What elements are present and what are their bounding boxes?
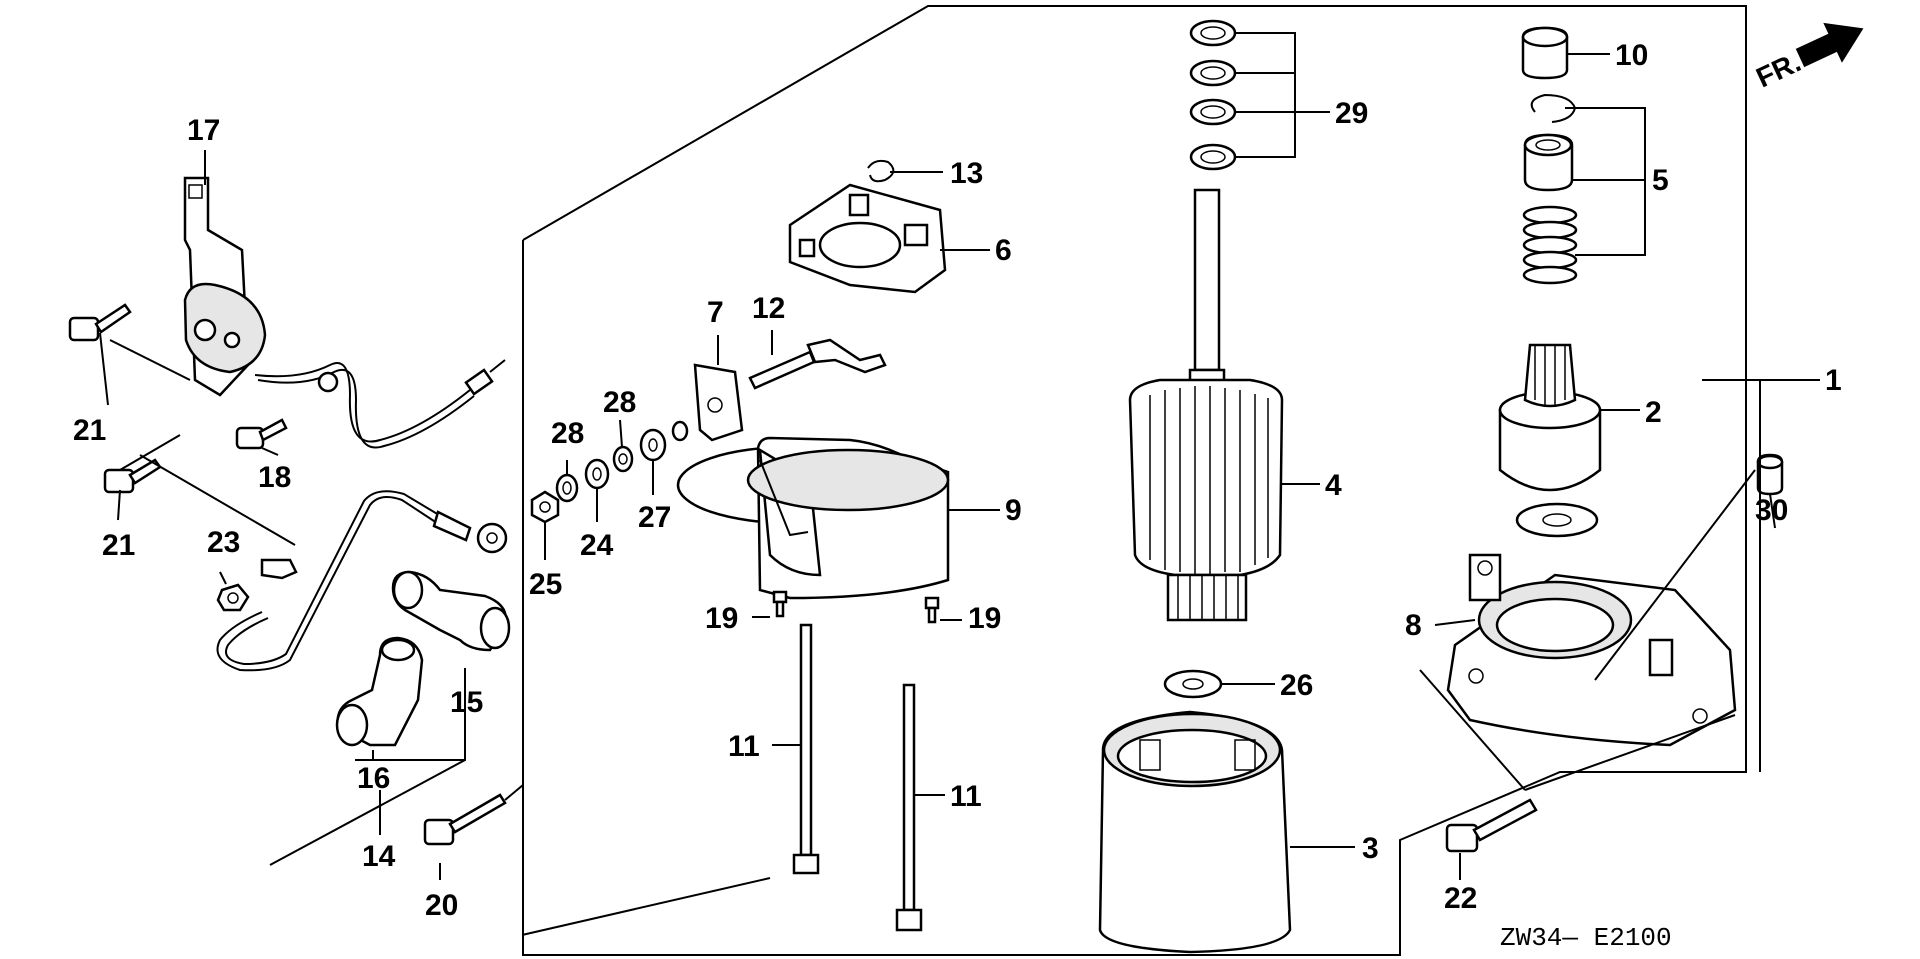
screw-19-right bbox=[924, 596, 940, 624]
stopper-10 bbox=[1521, 26, 1569, 80]
callout-1: 1 bbox=[1825, 364, 1842, 397]
solenoid-cable bbox=[254, 359, 506, 449]
callout-15: 15 bbox=[450, 686, 483, 719]
callout-19-right: 19 bbox=[968, 602, 1001, 635]
pinion-2 bbox=[1498, 343, 1602, 492]
callout-18: 18 bbox=[258, 461, 291, 494]
callout-3: 3 bbox=[1362, 832, 1379, 865]
callout-14: 14 bbox=[362, 840, 396, 873]
through-bolt-11-left bbox=[792, 623, 820, 875]
callout-25: 25 bbox=[529, 568, 562, 601]
dowel-30 bbox=[1756, 453, 1784, 496]
brush-spring-13 bbox=[867, 159, 895, 183]
callout-21-lower: 21 bbox=[102, 529, 135, 562]
nut-23 bbox=[216, 583, 250, 612]
callout-26: 26 bbox=[1280, 669, 1313, 702]
callout-9: 9 bbox=[1005, 494, 1022, 527]
leader-lines bbox=[99, 32, 1820, 936]
fr-label: FR. bbox=[1751, 46, 1805, 93]
terminal-boot-15 bbox=[391, 570, 511, 652]
washer-24 bbox=[584, 458, 610, 490]
bolt-21-lower bbox=[103, 458, 162, 494]
callout-28-left: 28 bbox=[551, 417, 584, 450]
callout-30: 30 bbox=[1755, 494, 1788, 527]
callout-12: 12 bbox=[752, 292, 785, 325]
callout-11-left: 11 bbox=[728, 730, 760, 763]
starter-cable bbox=[216, 490, 508, 672]
callout-24: 24 bbox=[580, 529, 614, 562]
through-bolt-11-right bbox=[895, 683, 923, 932]
terminal-boot-16 bbox=[335, 636, 424, 747]
callout-21-upper: 21 bbox=[73, 414, 106, 447]
callout-4: 4 bbox=[1325, 469, 1342, 502]
callout-19-left: 19 bbox=[705, 602, 738, 635]
bolt-18 bbox=[235, 418, 288, 450]
callout-10: 10 bbox=[1615, 39, 1648, 72]
insulator-7 bbox=[693, 363, 744, 442]
washer-small bbox=[671, 420, 689, 442]
brush-holder-6 bbox=[788, 183, 947, 294]
callout-29: 29 bbox=[1335, 97, 1368, 130]
terminal-bolt-12 bbox=[748, 338, 887, 390]
callout-28-right: 28 bbox=[603, 386, 636, 419]
nut-25 bbox=[530, 490, 560, 524]
front-direction-indicator: FR. bbox=[1751, 22, 1864, 93]
callout-7: 7 bbox=[707, 296, 724, 329]
washer-26 bbox=[1163, 669, 1223, 699]
callout-2: 2 bbox=[1645, 396, 1662, 429]
callout-27: 27 bbox=[638, 501, 671, 534]
snap-ring-5 bbox=[1530, 93, 1577, 123]
spring-5 bbox=[1522, 205, 1578, 285]
callout-13: 13 bbox=[950, 157, 983, 190]
yoke-3 bbox=[1098, 710, 1292, 954]
bolt-21-upper bbox=[68, 303, 132, 342]
washer-28-b bbox=[612, 445, 634, 473]
callout-8: 8 bbox=[1405, 609, 1422, 642]
washer-stack-29 bbox=[1189, 19, 1237, 171]
callout-11-right: 11 bbox=[950, 780, 982, 813]
callout-22: 22 bbox=[1444, 882, 1477, 915]
diagram-code: ZW34— E2100 bbox=[1500, 923, 1672, 953]
bolt-22 bbox=[1445, 798, 1538, 853]
armature-4 bbox=[1128, 188, 1284, 622]
cover-9 bbox=[676, 436, 950, 600]
screw-19-left bbox=[772, 590, 788, 618]
callout-20: 20 bbox=[425, 889, 458, 922]
washer-28-a bbox=[555, 473, 579, 503]
callout-17: 17 bbox=[187, 114, 220, 147]
callout-6: 6 bbox=[995, 234, 1012, 267]
assembly-boundary bbox=[522, 5, 1747, 956]
bolt-20 bbox=[423, 793, 507, 846]
collar-5 bbox=[1523, 133, 1574, 192]
callout-5: 5 bbox=[1652, 164, 1669, 197]
end-cover-8 bbox=[1446, 553, 1737, 747]
solenoid-bracket bbox=[183, 176, 267, 397]
callout-23: 23 bbox=[207, 526, 240, 559]
washer-pinion bbox=[1515, 502, 1599, 538]
callout-labels: 1 2 3 4 5 6 7 8 9 10 11 11 12 13 14 15 1… bbox=[73, 39, 1842, 922]
washer-27 bbox=[639, 428, 667, 462]
callout-16: 16 bbox=[357, 762, 390, 795]
